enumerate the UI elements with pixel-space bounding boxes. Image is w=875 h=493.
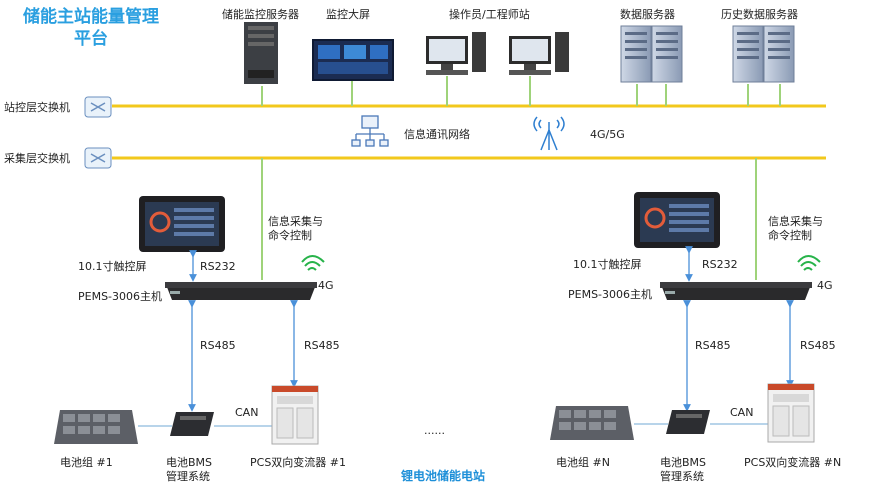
page-title: 储能主站能量管理 平台 xyxy=(23,7,159,49)
monitor-server-icon xyxy=(244,22,278,84)
big-screen-icon xyxy=(312,39,394,81)
station-switch-icon xyxy=(84,96,112,118)
collect-switch-label: 采集层交换机 xyxy=(4,152,70,165)
left-pems-label: PEMS-3006主机 xyxy=(78,290,163,303)
right-4g-label: 4G xyxy=(817,279,833,292)
right-battery-rack-icon xyxy=(550,406,634,440)
network-icon xyxy=(351,115,389,147)
right-bms-label-2: 管理系统 xyxy=(660,470,704,483)
left-rs232-label: RS232 xyxy=(200,260,236,273)
network-label: 信息通讯网络 xyxy=(404,128,470,141)
right-pcs-icon xyxy=(767,383,815,443)
right-touch-screen-icon xyxy=(634,192,720,248)
right-pems-host-icon xyxy=(660,282,812,300)
left-pcs-icon xyxy=(271,385,319,445)
left-rs485-b-label: RS485 xyxy=(304,339,340,352)
left-comm-label-1: 信息采集与 xyxy=(268,215,323,228)
big-screen-label: 监控大屏 xyxy=(326,8,370,21)
data-server-icon xyxy=(620,25,683,83)
left-comm-label-2: 命令控制 xyxy=(268,229,312,242)
right-rs485-b-label: RS485 xyxy=(800,339,836,352)
left-battery-label: 电池组 #1 xyxy=(60,456,113,469)
station-switch-label: 站控层交换机 xyxy=(4,101,70,114)
right-4g-icon xyxy=(797,255,821,271)
left-bms-label-1: 电池BMS xyxy=(166,456,213,469)
left-pems-host-icon xyxy=(165,282,317,300)
left-4g-label: 4G xyxy=(318,279,334,292)
right-touch-label: 10.1寸触控屏 xyxy=(573,258,642,271)
right-rs485-a-label: RS485 xyxy=(695,339,731,352)
right-pcs-label: PCS双向变流器 #N xyxy=(744,456,842,469)
left-touch-label: 10.1寸触控屏 xyxy=(78,260,147,273)
collect-switch-icon xyxy=(84,147,112,169)
left-rs485-a-label: RS485 xyxy=(200,339,236,352)
monitor-server-label: 储能监控服务器 xyxy=(222,8,299,21)
left-can-label: CAN xyxy=(235,406,259,419)
right-comm-label-2: 命令控制 xyxy=(768,229,812,242)
right-bms-label-1: 电池BMS xyxy=(660,456,707,469)
right-bms-icon xyxy=(666,410,710,434)
operator-label: 操作员/工程师站 xyxy=(449,8,530,21)
history-server-label: 历史数据服务器 xyxy=(721,8,798,21)
left-touch-screen-icon xyxy=(139,196,225,252)
right-can-label: CAN xyxy=(730,406,754,419)
right-battery-label: 电池组 #N xyxy=(556,456,610,469)
right-pems-label: PEMS-3006主机 xyxy=(568,288,653,301)
left-4g-icon xyxy=(301,255,325,271)
history-server-icon xyxy=(732,25,795,83)
left-bms-label-2: 管理系统 xyxy=(166,470,210,483)
station-name-label: 锂电池储能电站 xyxy=(401,469,486,483)
server-links xyxy=(261,76,781,280)
antenna-icon xyxy=(533,116,565,151)
ellipsis-label: ...... xyxy=(424,424,445,437)
data-server-label: 数据服务器 xyxy=(620,8,675,21)
wireless-label: 4G/5G xyxy=(590,128,625,141)
left-bms-icon xyxy=(170,412,214,436)
left-pcs-label: PCS双向变流器 #1 xyxy=(250,456,347,469)
right-rs232-label: RS232 xyxy=(702,258,738,271)
right-comm-label-1: 信息采集与 xyxy=(768,215,823,228)
left-battery-rack-icon xyxy=(54,410,138,444)
workstation-icon-2 xyxy=(509,32,569,75)
workstation-icon-1 xyxy=(426,32,486,75)
